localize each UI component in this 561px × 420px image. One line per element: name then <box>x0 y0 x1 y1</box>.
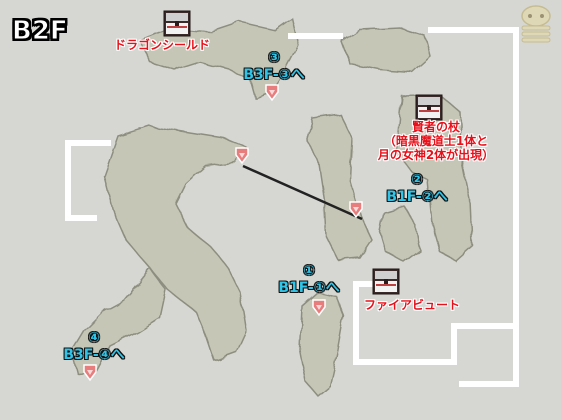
stairs-destination: B1F-②へ <box>386 189 448 205</box>
stairs-marker-icon[interactable] <box>311 299 327 317</box>
treasure-chest-icon[interactable] <box>372 268 400 295</box>
stairs-number: ④ <box>88 330 100 346</box>
stairs-label-b1f-2: ② B1F-②へ <box>375 172 459 206</box>
treasure-chest-icon[interactable] <box>163 10 191 37</box>
treasure-label-line: （暗黒魔道士1体と <box>383 134 489 148</box>
treasure-label-sage-staff: 賢者の杖 （暗黒魔道士1体と 月の女神2体が出現） <box>356 120 516 162</box>
stairs-number: ① <box>303 263 315 279</box>
stairs-marker-icon[interactable] <box>234 147 250 165</box>
treasure-label-line: 月の女神2体が出現） <box>377 148 495 162</box>
connector-line <box>242 164 363 221</box>
treasure-chest-icon[interactable] <box>415 94 443 121</box>
cave-floor <box>71 16 473 398</box>
stairs-destination: B1F-①へ <box>278 280 340 296</box>
treasure-label-fire-whip: ファイアビュート <box>364 298 461 312</box>
stairs-destination: B3F-④へ <box>63 347 125 363</box>
treasure-label-line: 賢者の杖 <box>411 120 460 134</box>
stairs-number: ② <box>411 172 423 188</box>
menu-mascot-icon[interactable] <box>516 4 556 46</box>
stairs-marker-icon[interactable] <box>82 364 98 382</box>
floor-label: B2F <box>12 16 69 47</box>
stairs-marker-icon[interactable] <box>264 84 280 102</box>
stairs-marker-icon[interactable] <box>348 201 364 219</box>
stairs-number: ③ <box>268 50 280 66</box>
stairs-label-b1f-1: ① B1F-①へ <box>267 263 351 297</box>
route-paths <box>65 27 519 387</box>
stairs-label-b3f-3: ③ B3F-③へ <box>232 50 316 84</box>
stairs-destination: B3F-③へ <box>243 67 305 83</box>
treasure-label-dragon-shield: ドラゴンシールド <box>114 38 211 52</box>
stairs-label-b3f-4: ④ B3F-④へ <box>52 330 136 364</box>
